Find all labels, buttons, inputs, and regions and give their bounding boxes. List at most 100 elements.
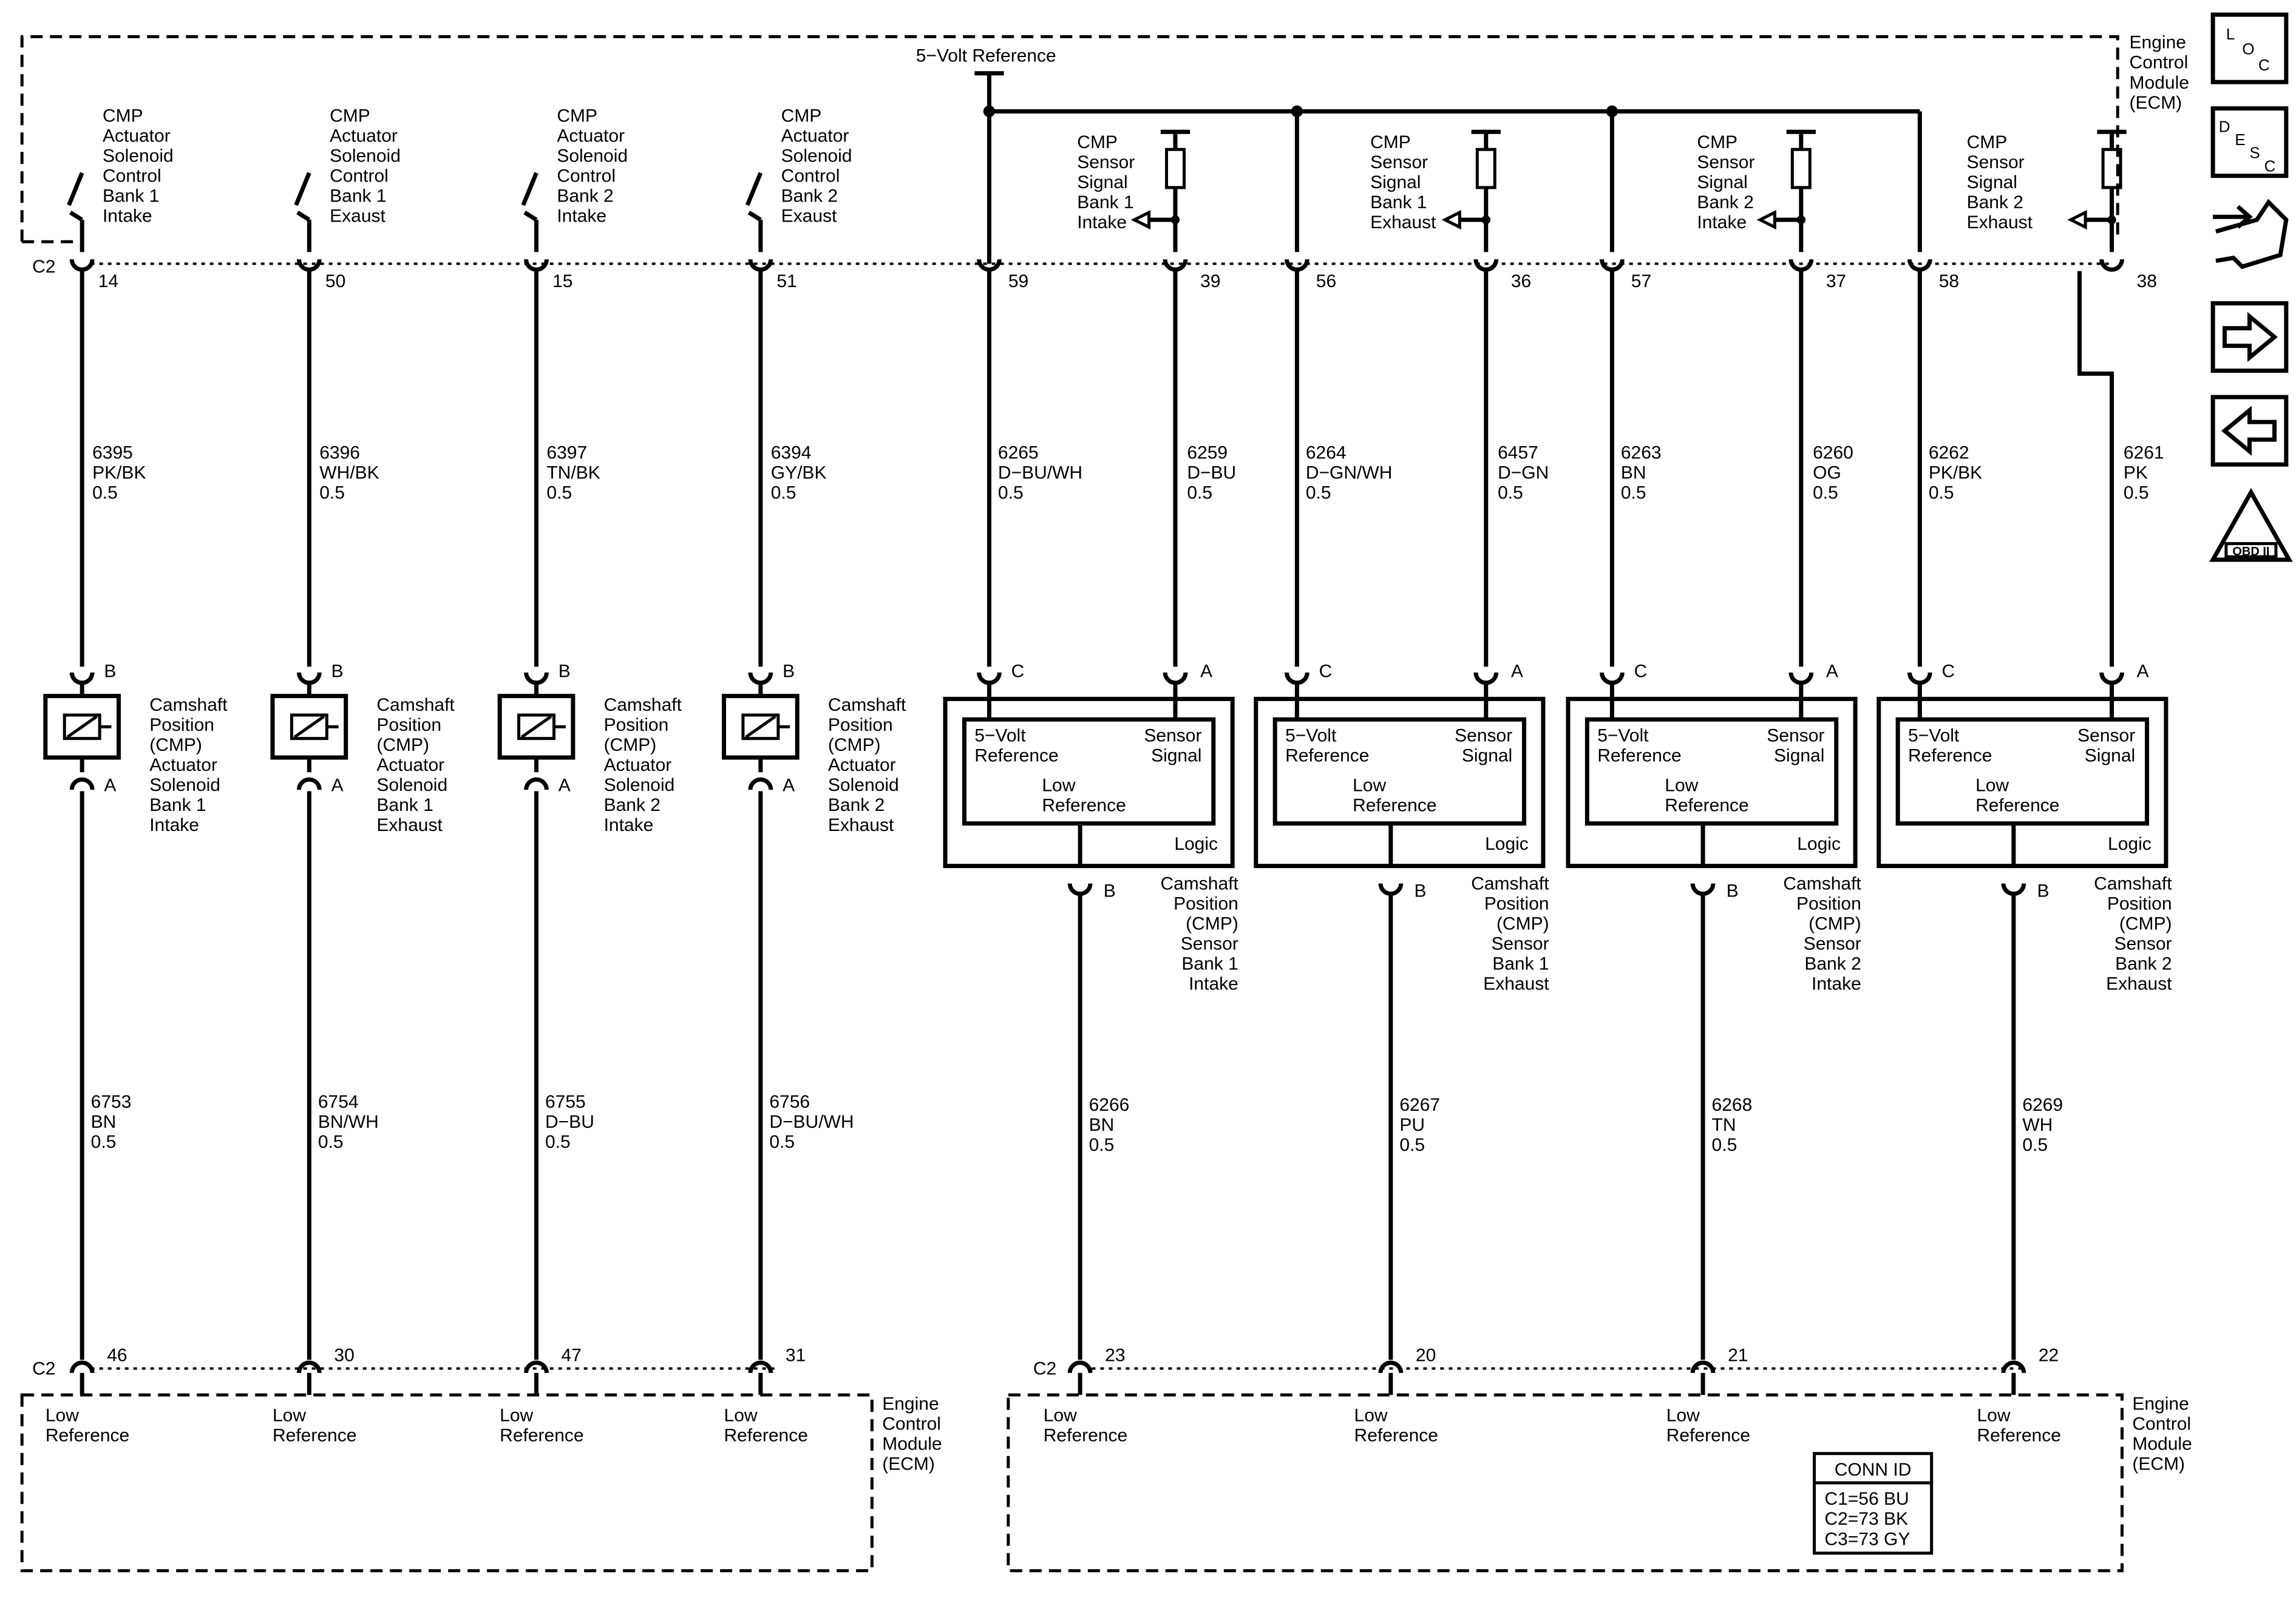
actuator-ecm-label-line: Bank 1 (103, 186, 159, 206)
loc-icon[interactable]: LOC (2210, 12, 2289, 84)
ecm-top-boundary (20, 35, 2119, 242)
sensor-sig-top-pin (2099, 259, 2124, 272)
sensor-device-label-line: Position (1796, 893, 1861, 914)
bus-junction-dot (1291, 105, 1303, 118)
sensor-device-label-line: Intake (1189, 974, 1238, 994)
actuator-ecm-label-line: Control (330, 166, 389, 186)
sensor-pullup-resistor (1165, 147, 1186, 189)
forward-arrow-icon[interactable] (2210, 301, 2289, 373)
actuator-pin-a-label: A (783, 776, 795, 796)
desc-icon-letter: D (2219, 117, 2230, 135)
sensor-logic-label: Logic (1797, 834, 1841, 854)
connector-c2-bottom-right: C2 (1033, 1358, 1056, 1378)
ecm-top-label-line: (ECM) (2130, 93, 2182, 113)
sensor-bottom-label-line: Reference (1977, 1426, 2060, 1446)
actuator-coil-slash (66, 715, 98, 739)
actuator-device-label-line: Camshaft (376, 695, 455, 715)
actuator-top-pin-number: 14 (98, 271, 118, 291)
actuator-ecm-label-line: CMP (103, 106, 143, 126)
sensor-signal-arrow-head (1441, 209, 1461, 230)
actuator-device-label-line: Position (376, 715, 441, 735)
sensor-pin-c (1907, 672, 1932, 685)
sensor-sig-wire-label-line: 0.5 (1813, 483, 1838, 503)
actuator-top-wire-label-line: 6395 (92, 443, 133, 463)
sensor-logic-label: Logic (1174, 834, 1218, 854)
sensor-bottom-wire-label-line: 0.5 (1089, 1135, 1115, 1155)
actuator-bottom-label-line: Reference (273, 1426, 356, 1446)
sensor-pin-a (2099, 672, 2124, 685)
actuator-ecm-label-line: Intake (103, 206, 152, 226)
actuator-ecm-label-line: Actuator (330, 126, 398, 146)
sensor-logic-label: Logic (2108, 834, 2152, 854)
sensor-device-label-line: (CMP) (2119, 914, 2172, 934)
sensor-device-label-line: Exhaust (1483, 974, 1549, 994)
sensor-ref-wire-label-line: PK/BK (1929, 463, 1982, 483)
sensor-ecm-label-line: Signal (1967, 172, 2017, 192)
desc-icon-letter: S (2249, 144, 2260, 162)
sensor-sig-wire (2077, 271, 2114, 667)
sensor-sig-wire-label-line: PK (2124, 463, 2148, 483)
sensor-pin-a (1163, 672, 1188, 685)
desc-icon-letter: E (2235, 131, 2245, 149)
actuator-bottom-wire-label-line: 6756 (769, 1092, 810, 1112)
actuator-bottom-pin (69, 1360, 95, 1374)
actuator-pin-a (69, 777, 95, 790)
actuator-bottom-pin-number: 47 (562, 1346, 582, 1366)
back-arrow-icon[interactable] (2210, 395, 2289, 467)
wrench-hand-icon[interactable] (2213, 198, 2289, 270)
sensor-bottom-wire-label-line: 6267 (1399, 1095, 1440, 1115)
sensor-sig-top-pin (1788, 259, 1814, 272)
actuator-device-label-line: Bank 1 (376, 795, 433, 815)
actuator-top-wire-label-line: 0.5 (319, 483, 345, 503)
actuator-top-pin (524, 259, 549, 272)
actuator-coil-slash (745, 715, 776, 739)
sensor-pin-a-label: A (2137, 661, 2149, 681)
sensor-ref-wire-label-line: 0.5 (1621, 483, 1646, 503)
conn-id-body-box (1813, 1481, 1934, 1555)
actuator-top-wire-label-line: 0.5 (92, 483, 118, 503)
sensor-sig-wire-label-line: 6261 (2124, 443, 2164, 463)
actuator-device-label-line: (CMP) (828, 735, 881, 755)
ecm-bottom-right-label-line: Control (2132, 1414, 2191, 1434)
actuator-device-label-line: Actuator (828, 755, 896, 775)
sensor-ref-top-pin (1907, 259, 1932, 272)
sensor-inner-low-label-line: Low (1665, 776, 1698, 796)
sensor-pin-b (2001, 883, 2026, 896)
actuator-pin-a-label: A (104, 776, 116, 796)
actuator-bottom-wire-label-line: 0.5 (318, 1132, 344, 1152)
sensor-logic-label: Logic (1485, 834, 1529, 854)
actuator-device-label: CamshaftPosition(CMP)ActuatorSolenoidBan… (149, 695, 228, 835)
actuator-top-pin-number: 51 (776, 271, 796, 291)
obd-text-box (2224, 542, 2278, 558)
actuator-pin-a (524, 777, 549, 790)
sensor-inner-ref-label-line: Reference (974, 746, 1058, 766)
sensor-device-label-line: (CMP) (1496, 914, 1549, 934)
sensor-inner-ref-label-line: Reference (1908, 746, 1992, 766)
actuator-bottom-pin (748, 1360, 773, 1374)
actuator-pin-a (748, 778, 773, 790)
actuator-ecm-label-line: Bank 2 (781, 186, 838, 206)
actuator-top-pin (296, 259, 322, 272)
sensor-logic-box (962, 717, 1216, 826)
sensor-inner-low-label-line: Reference (1042, 796, 1126, 816)
sensor-device-label-line: Intake (1812, 974, 1861, 994)
sensor-ecm-label-line: CMP (1697, 132, 1737, 152)
sensor-outer-box (943, 696, 1235, 869)
sensor-signal-dot (1170, 215, 1180, 225)
sensor-sig-wire-label-line: 6260 (1813, 443, 1853, 463)
